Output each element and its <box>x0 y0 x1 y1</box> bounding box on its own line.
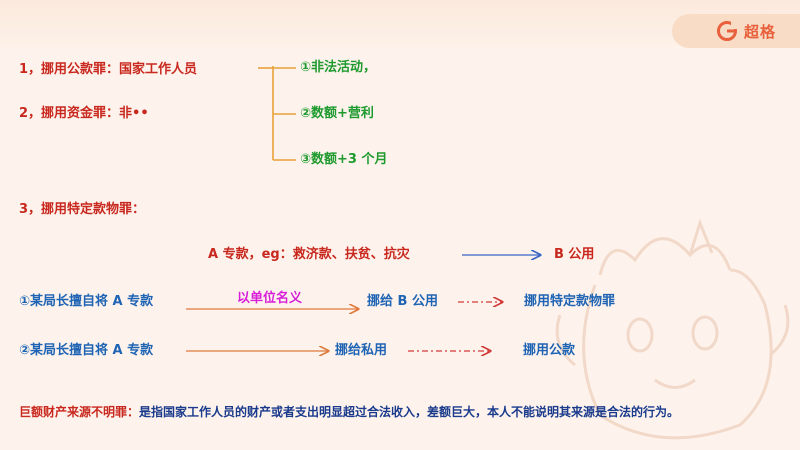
condition-illegal-activity: ①非法活动， <box>300 60 377 75</box>
footer-definition: 巨额财产来源不明罪：是指国家工作人员的财产或者支出明显超过合法收入，差额巨大，本… <box>19 406 679 418</box>
case2-result: 挪用公款 <box>523 343 576 358</box>
footer-description: 是指国家工作人员的财产或者支出明显超过合法收入，差额巨大，本人不能说明其来源是合… <box>139 405 680 419</box>
case1-description: ①某局长擅自将 A 专款 <box>19 294 154 309</box>
case1-divert-public: 挪给 B 公用 <box>367 294 438 309</box>
case1-result: 挪用特定款物罪 <box>524 294 616 309</box>
footer-term: 巨额财产来源不明罪： <box>19 405 140 419</box>
item-embezzle-public-funds: 1，挪用公款罪：国家工作人员 <box>19 62 198 77</box>
brand-logo-icon <box>716 21 738 41</box>
top-bar <box>0 0 800 46</box>
mascot-illustration <box>555 218 790 440</box>
item-embezzle-funds: 2，挪用资金罪：非•• <box>19 106 149 121</box>
public-use-label: B 公用 <box>554 247 595 262</box>
brand-logo: 超格 <box>716 18 776 44</box>
brand-name: 超格 <box>743 22 776 41</box>
case2-divert-private: 挪给私用 <box>335 343 388 358</box>
case2-description: ②某局长擅自将 A 专款 <box>19 343 154 358</box>
item-embezzle-special-funds: 3，挪用特定款物罪： <box>19 202 146 217</box>
case1-unit-name-label: 以单位名义 <box>237 291 303 306</box>
condition-amount-profit: ②数额+营利 <box>300 106 374 121</box>
condition-amount-3-months: ③数额+3 个月 <box>300 152 388 167</box>
special-funds-examples: A 专款，eg：救济款、扶贫、抗灾 <box>208 247 410 262</box>
